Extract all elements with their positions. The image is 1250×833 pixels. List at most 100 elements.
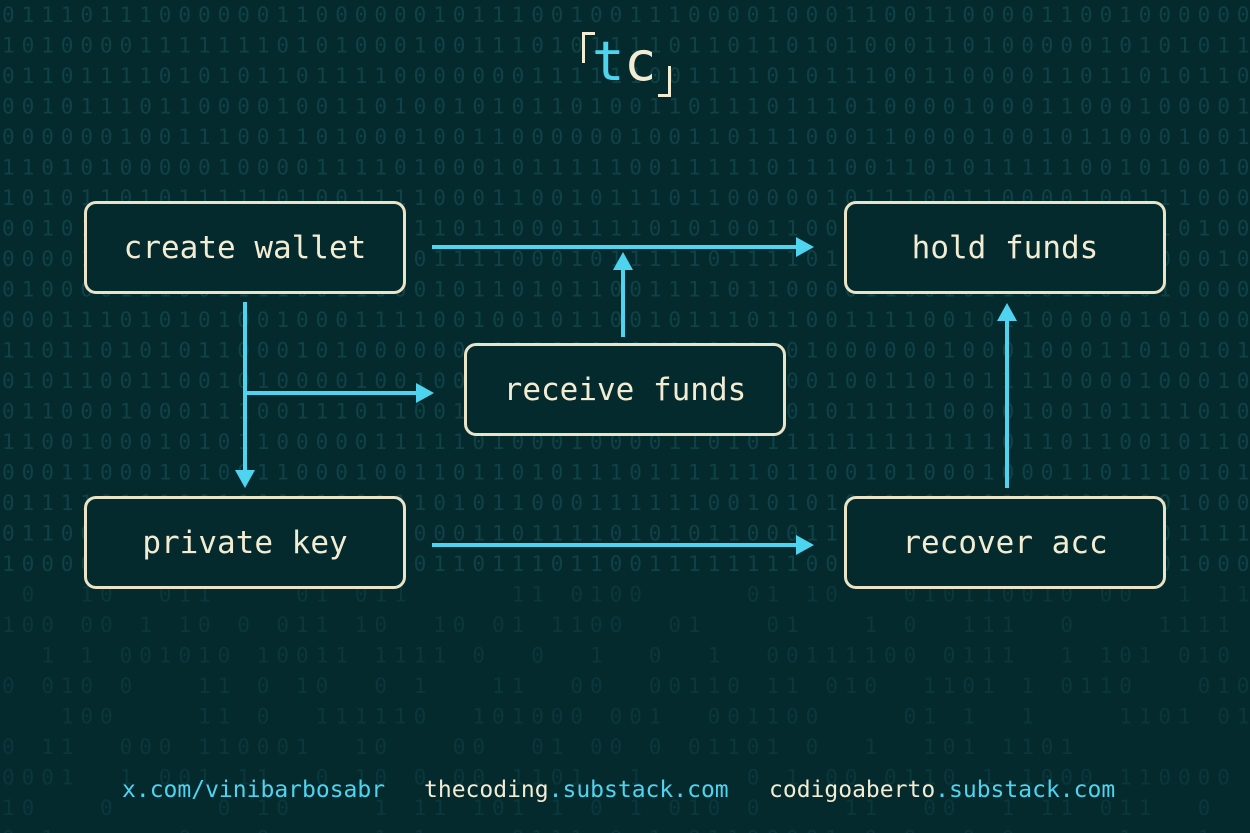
binary-digit: 0 xyxy=(1060,125,1073,149)
binary-digit: 1 xyxy=(884,156,897,180)
binary-digit: 1 xyxy=(923,64,936,88)
binary-digit: 0 xyxy=(316,34,329,58)
binary-digit: 1 xyxy=(335,95,348,119)
binary-digit: 0 xyxy=(335,3,348,27)
binary-digit: 1 xyxy=(120,3,133,27)
binary-digit: 0 xyxy=(80,125,93,149)
binary-digit: 1 xyxy=(982,34,995,58)
binary-digit: 0 xyxy=(2,64,15,88)
binary-digit: 1 xyxy=(512,3,525,27)
binary-digit: 1 xyxy=(629,125,642,149)
binary-digit: 0 xyxy=(1119,125,1132,149)
binary-digit: 1 xyxy=(2,34,15,58)
binary-digit: 0 xyxy=(61,64,74,88)
binary-digit: 1 xyxy=(472,247,485,271)
binary-digit: 0 xyxy=(610,125,623,149)
binary-digit: 0 xyxy=(453,34,466,58)
binary-digit: 1 xyxy=(708,217,721,241)
binary-digit: 1 xyxy=(22,156,35,180)
binary-digit: 1 xyxy=(178,64,191,88)
arrowhead-up xyxy=(613,252,633,270)
binary-digit: 1 xyxy=(120,125,133,149)
binary-digit: 0 xyxy=(766,156,779,180)
binary-digit: 0 xyxy=(512,156,525,180)
binary-digit: 1 xyxy=(492,34,505,58)
binary-digit: 1 xyxy=(610,186,623,210)
binary-digit: 0 xyxy=(1178,156,1191,180)
binary-digit: 0 xyxy=(1021,34,1034,58)
binary-digit: 1 xyxy=(1119,156,1132,180)
binary-digit: 1 xyxy=(453,247,466,271)
binary-digit: 1 xyxy=(316,64,329,88)
binary-digit: 1 xyxy=(1041,3,1054,27)
binary-digit: 1 xyxy=(610,156,623,180)
binary-digit: 0 xyxy=(668,125,681,149)
binary-digit: 0 xyxy=(806,3,819,27)
binary-digit: 0 xyxy=(374,3,387,27)
binary-digit: 0 xyxy=(962,34,975,58)
binary-digit: 0 xyxy=(433,186,446,210)
binary-digit: 1 xyxy=(374,156,387,180)
binary-digit: 0 xyxy=(414,64,427,88)
binary-digit: 1 xyxy=(786,156,799,180)
footer-thecoding-link[interactable]: thecoding.substack.com xyxy=(424,775,729,805)
binary-digit: 0 xyxy=(786,3,799,27)
binary-digit: 1 xyxy=(531,156,544,180)
binary-digit: 1 xyxy=(982,125,995,149)
binary-digit: 0 xyxy=(1237,64,1250,88)
binary-digit: 0 xyxy=(512,64,525,88)
binary-digit: 0 xyxy=(531,3,544,27)
binary-digit: 1 xyxy=(982,156,995,180)
binary-digit: 1 xyxy=(688,64,701,88)
binary-digit: 1 xyxy=(1041,64,1054,88)
binary-digit: 0 xyxy=(472,156,485,180)
binary-digit: 0 xyxy=(159,156,172,180)
binary-digit: 1 xyxy=(1002,156,1015,180)
binary-digit: 0 xyxy=(845,125,858,149)
binary-digit: 1 xyxy=(551,34,564,58)
binary-digit: 1 xyxy=(570,217,583,241)
arrowhead-right xyxy=(416,383,434,403)
binary-digit: 0 xyxy=(433,34,446,58)
binary-digit: 0 xyxy=(453,125,466,149)
binary-digit: 1 xyxy=(492,217,505,241)
node-private-key: private key xyxy=(84,496,406,589)
binary-digit: 0 xyxy=(688,95,701,119)
binary-digit: 0 xyxy=(1198,156,1211,180)
binary-digit: 0 xyxy=(316,3,329,27)
codigoaberto-domain: .substack.com xyxy=(935,777,1116,803)
binary-digit: 1 xyxy=(80,95,93,119)
arrowhead-right xyxy=(796,535,814,555)
binary-digit: 0 xyxy=(1100,156,1113,180)
binary-digit: 1 xyxy=(747,34,760,58)
binary-digit: 0 xyxy=(904,95,917,119)
binary-digit: 1 xyxy=(1217,156,1230,180)
binary-digit: 0 xyxy=(668,34,681,58)
binary-digit: 0 xyxy=(806,64,819,88)
binary-digit: 1 xyxy=(551,64,564,88)
binary-digit: 1 xyxy=(1100,34,1113,58)
binary-digit: 0 xyxy=(982,3,995,27)
binary-digit: 0 xyxy=(1080,34,1093,58)
binary-digit: 0 xyxy=(355,34,368,58)
binary-digit: 1 xyxy=(610,64,623,88)
footer-codigoaberto-link[interactable]: codigoaberto.substack.com xyxy=(769,775,1115,805)
binary-digit: 1 xyxy=(590,34,603,58)
binary-digit: 1 xyxy=(1139,34,1152,58)
binary-digit: 0 xyxy=(923,125,936,149)
binary-digit: 0 xyxy=(453,64,466,88)
binary-digit: 1 xyxy=(237,34,250,58)
binary-digit: 1 xyxy=(1237,34,1250,58)
binary-digit: 0 xyxy=(845,156,858,180)
binary-digit: 0 xyxy=(1021,95,1034,119)
binary-digit: 0 xyxy=(1198,186,1211,210)
binary-digit: 0 xyxy=(61,186,74,210)
binary-digit: 0 xyxy=(629,156,642,180)
footer-x-link[interactable]: x.com/vinibarbosabr xyxy=(122,775,385,805)
binary-digit: 0 xyxy=(2,125,15,149)
binary-digit: 0 xyxy=(80,3,93,27)
binary-digit: 1 xyxy=(531,95,544,119)
binary-digit: 0 xyxy=(982,64,995,88)
binary-digit: 0 xyxy=(825,125,838,149)
binary-digit: 0 xyxy=(845,95,858,119)
